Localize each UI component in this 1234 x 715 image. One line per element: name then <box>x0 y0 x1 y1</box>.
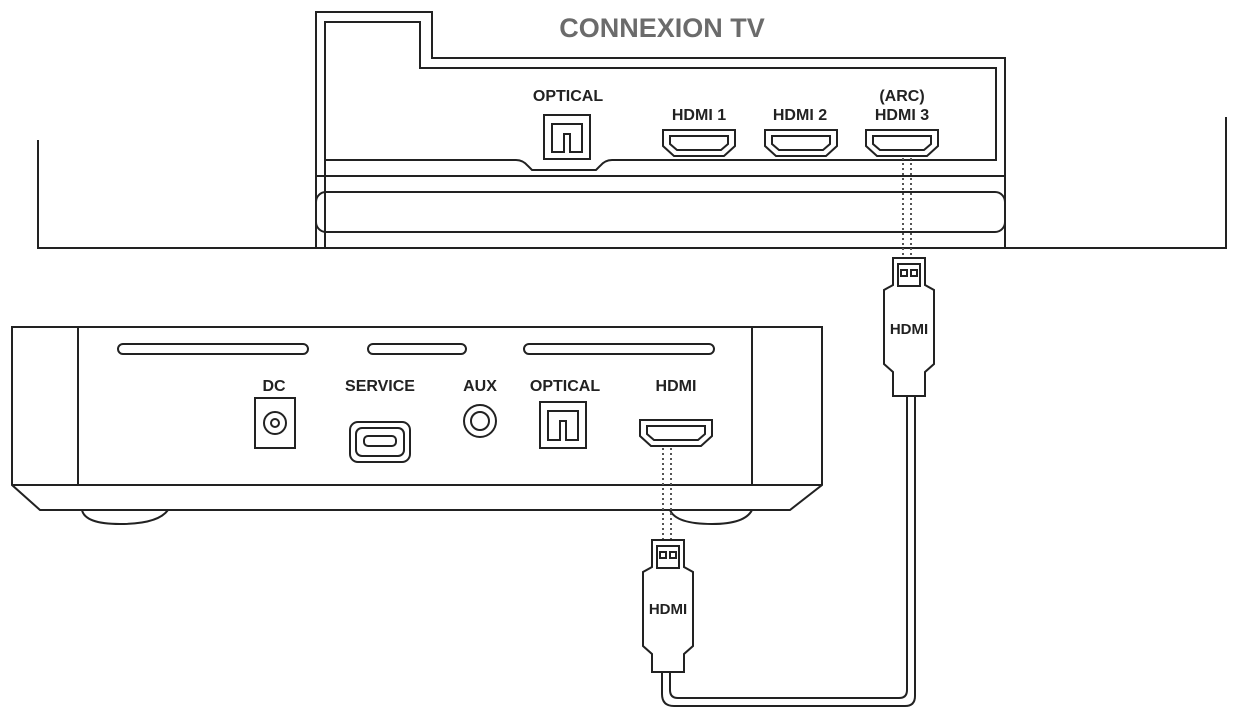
soundbar-dc-label: DC <box>262 378 286 395</box>
soundbar-hdmi-port <box>639 419 713 447</box>
cable-wire <box>669 395 908 699</box>
tv-stand-bar <box>315 191 1006 233</box>
tv-connector-panel-inner <box>324 21 997 248</box>
soundbar-service-label: SERVICE <box>345 378 415 395</box>
soundbar-hdmi-label: HDMI <box>656 378 697 395</box>
soundbar-dc-port <box>254 397 296 449</box>
hdmi-plug-top <box>883 257 935 397</box>
tv-optical-port <box>543 114 591 160</box>
hdmi-cable <box>661 158 916 707</box>
soundbar-foot-left <box>81 509 169 526</box>
tv-outline <box>37 117 1227 249</box>
hdmi-plug-bottom-label: HDMI <box>649 601 687 618</box>
tv-optical-label: OPTICAL <box>533 88 603 105</box>
tv-hdmi1-port <box>662 129 736 157</box>
hdmi-plug-top-label: HDMI <box>890 321 928 338</box>
soundbar-optical-label: OPTICAL <box>530 378 600 395</box>
soundbar-aux-port <box>463 404 497 438</box>
tv-hdmi3-port <box>865 129 939 157</box>
diagram-title: CONNEXION TV <box>559 13 765 43</box>
soundbar-service-port <box>349 421 411 463</box>
soundbar <box>11 326 823 526</box>
tv-hdmi2-port <box>764 129 838 157</box>
tv-hdmi2-label: HDMI 2 <box>773 107 827 124</box>
soundbar-aux-label: AUX <box>463 378 497 395</box>
tv <box>37 11 1227 249</box>
tv-hdmi3-label: HDMI 3 <box>875 107 929 124</box>
tv-connector-panel <box>315 11 1006 248</box>
hdmi-plug-bottom <box>642 539 694 673</box>
soundbar-foot-right <box>669 509 753 526</box>
soundbar-optical-port <box>539 401 587 449</box>
tv-hdmi1-label: HDMI 1 <box>672 107 726 124</box>
tv-arc-label: (ARC) <box>879 88 924 105</box>
